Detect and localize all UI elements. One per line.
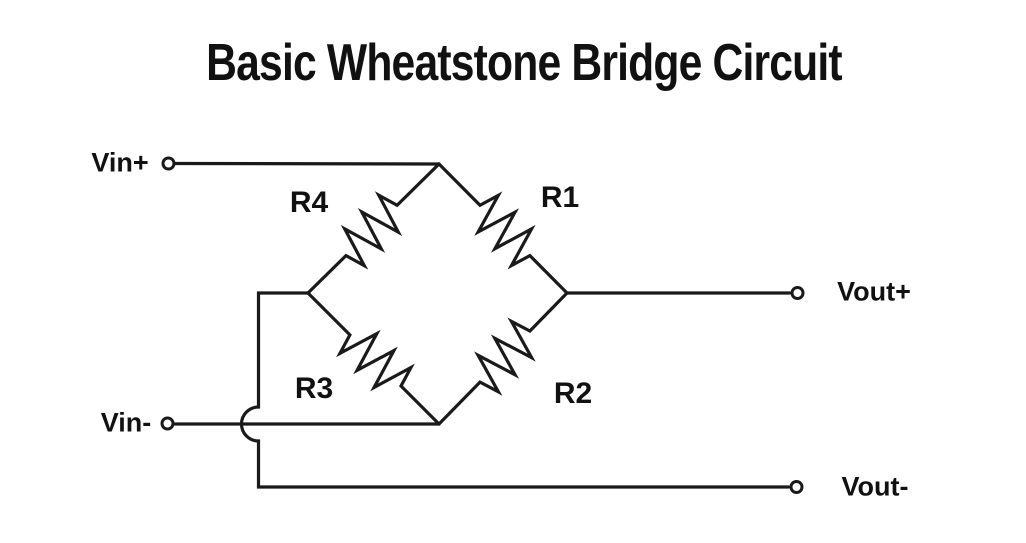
terminal-circle-vin-plus: [161, 156, 176, 171]
terminal-label-vin-plus: Vin+: [91, 147, 149, 178]
terminal-circle-vout-plus: [790, 286, 805, 300]
resistor-r3-symbol: [306, 291, 441, 426]
resistor-r4-symbol: [306, 162, 441, 295]
resistor-r1-symbol: [437, 162, 569, 295]
diagram-title: Basic Wheatstone Bridge Circuit: [136, 33, 911, 93]
terminal-circle-vin-minus: [160, 416, 175, 431]
terminal-circle-vout-minus: [789, 480, 804, 494]
resistor-label-r3: R3: [294, 372, 334, 405]
diagram-title-text: Basic Wheatstone Bridge Circuit: [206, 34, 842, 92]
resistor-label-r2: R2: [553, 377, 593, 410]
wire-vin-plus: [174, 161, 441, 166]
resistor-label-r4: R4: [289, 186, 329, 219]
resistor-r2-symbol: [437, 291, 569, 426]
terminal-label-vin-minus: Vin-: [100, 407, 152, 438]
terminal-label-vout-minus: Vout-: [841, 471, 909, 502]
terminal-label-vout-plus: Vout+: [837, 276, 911, 307]
wire-left-node-to-vout-minus: [239, 291, 791, 489]
resistor-label-r1: R1: [540, 181, 580, 214]
